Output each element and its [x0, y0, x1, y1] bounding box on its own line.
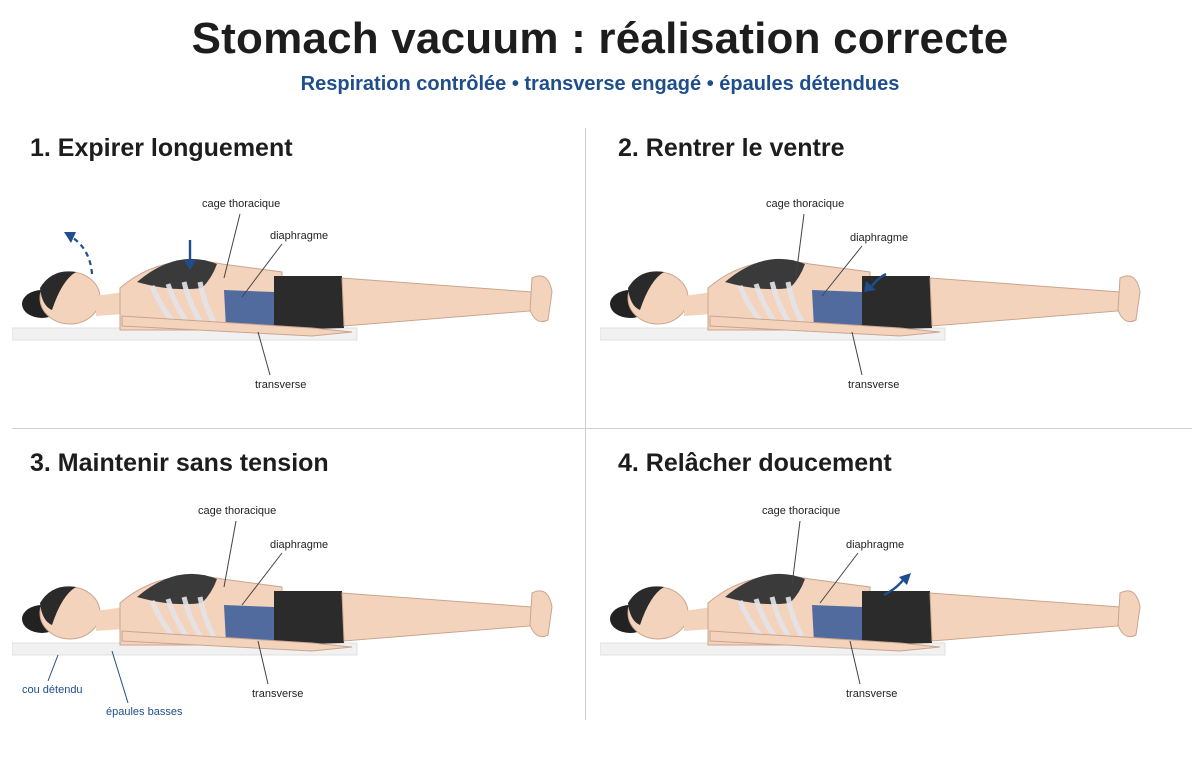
hair	[40, 586, 76, 625]
transverse-muscle	[812, 290, 862, 328]
hair	[628, 271, 664, 310]
label-transverse: transverse	[846, 688, 898, 700]
page-title: Stomach vacuum : réalisation correcte	[191, 14, 1009, 63]
shorts	[274, 591, 344, 645]
shorts	[274, 276, 344, 330]
sports-bra	[137, 258, 217, 290]
panel-title: 3. Maintenir sans tension	[30, 449, 329, 477]
feet	[1117, 590, 1141, 638]
panel-title: 1. Expirer longuement	[30, 134, 293, 162]
label-diaphragme: diaphragme	[270, 539, 329, 551]
neck	[684, 607, 712, 631]
label-epaules-basses: épaules basses	[106, 706, 183, 718]
label-transverse: transverse	[848, 379, 900, 391]
neck	[96, 607, 124, 631]
leader-cage	[791, 520, 801, 586]
lying-figure	[12, 573, 553, 656]
label-cage-thoracique: cage thoracique	[766, 198, 845, 210]
sports-bra	[137, 573, 217, 605]
neck	[96, 292, 124, 316]
leader-cage	[223, 520, 237, 588]
sports-bra	[725, 258, 805, 290]
label-cou-detendu: cou détendu	[22, 684, 83, 696]
label-cage-thoracique: cage thoracique	[198, 505, 277, 517]
label-diaphragme: diaphragme	[850, 232, 909, 244]
exhale-arrow-icon	[64, 232, 94, 275]
panel-title: 4. Relâcher doucement	[618, 449, 892, 477]
horizontal-divider	[12, 428, 1192, 429]
leader-diaphragme	[241, 552, 283, 606]
release-arrow-icon	[883, 573, 911, 597]
label-transverse: transverse	[255, 379, 307, 391]
transverse-muscle	[812, 605, 862, 643]
lying-figure	[600, 258, 1141, 341]
leader-transverse	[851, 331, 863, 376]
hair	[40, 271, 76, 310]
leader-cou	[47, 654, 59, 682]
page-subtitle: Respiration contrôlée • transverse engag…	[300, 73, 900, 95]
shorts	[862, 591, 932, 645]
leader-cage	[795, 213, 805, 277]
panel-step-3: 3. Maintenir sans tension cage thoraciqu…	[12, 445, 597, 745]
leader-diaphragme	[819, 552, 859, 604]
label-diaphragme: diaphragme	[270, 230, 329, 242]
label-cage-thoracique: cage thoracique	[202, 198, 281, 210]
panel-step-2: 2. Rentrer le ventre cage thoracique dia…	[600, 130, 1185, 430]
panel-title: 2. Rentrer le ventre	[618, 134, 845, 162]
arm	[709, 630, 941, 652]
feet	[1117, 275, 1141, 323]
neck	[684, 292, 712, 316]
chest-down-arrow-icon	[184, 240, 196, 270]
arm	[709, 315, 941, 337]
figure-step-2: cage thoracique diaphragme transverse	[600, 160, 1185, 430]
sports-bra	[725, 573, 805, 605]
leader-diaphragme	[821, 245, 863, 297]
figure-step-3: cage thoracique diaphragme transverse co…	[12, 475, 597, 745]
lying-figure	[600, 573, 1141, 656]
figure-step-4: cage thoracique diaphragme transverse	[600, 475, 1185, 745]
transverse-muscle	[224, 605, 274, 643]
leader-transverse	[257, 331, 271, 376]
leader-transverse	[257, 640, 269, 685]
panel-step-1: 1. Expirer longuement cage thoracique di…	[12, 130, 597, 430]
lying-figure	[12, 258, 553, 341]
arm	[121, 315, 353, 337]
feet	[529, 590, 553, 638]
leader-diaphragme	[241, 243, 283, 298]
vertical-divider	[585, 128, 586, 720]
label-diaphragme: diaphragme	[846, 539, 905, 551]
transverse-muscle	[224, 290, 274, 328]
leader-epaules	[111, 650, 129, 704]
leader-cage	[223, 213, 241, 279]
figure-step-1: cage thoracique diaphragme transverse	[12, 160, 597, 430]
arm	[121, 630, 353, 652]
belly-in-arrow-icon	[864, 272, 887, 292]
panel-step-4: 4. Relâcher doucement cage thoracique di…	[600, 445, 1185, 745]
leader-transverse	[849, 640, 861, 685]
label-cage-thoracique: cage thoracique	[762, 505, 841, 517]
feet	[529, 275, 553, 323]
hair	[628, 586, 664, 625]
label-transverse: transverse	[252, 688, 304, 700]
shorts	[862, 276, 932, 330]
